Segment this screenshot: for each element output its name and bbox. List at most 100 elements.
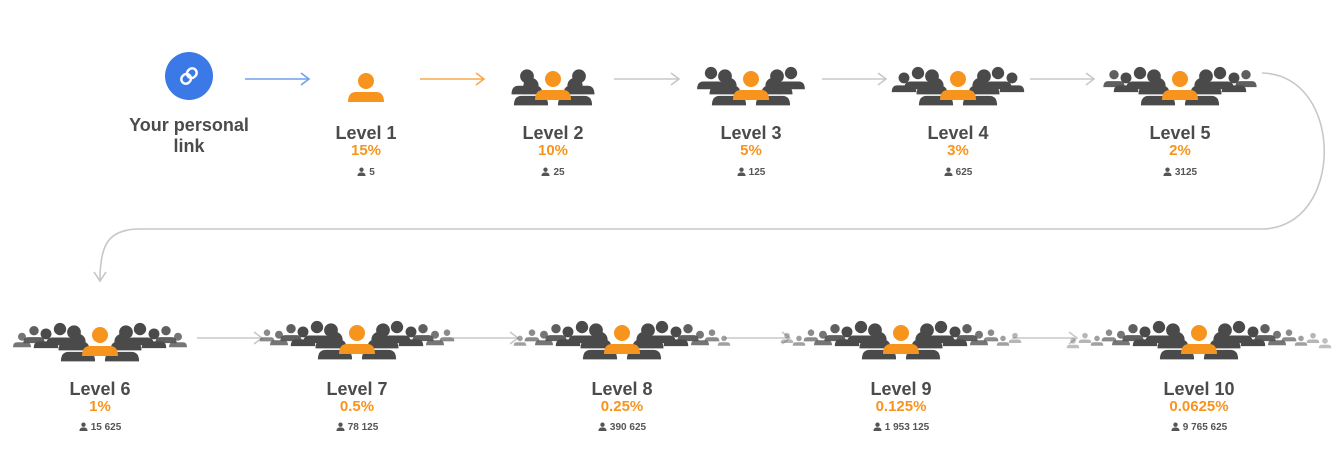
count-value: 390 625 [609,422,647,433]
count-value: 625 [955,167,973,178]
center-person [1181,325,1217,354]
count-value: 9 765 625 [1182,422,1228,433]
level-percent: 10% [537,142,569,159]
side-person [814,330,832,346]
level-percent: 0.25% [600,398,644,415]
level-title: Level 5 [1149,123,1211,143]
side-person [983,329,999,342]
center-person [1162,71,1198,100]
person-icon [357,167,366,179]
level-referral-count: 78 125 [287,422,427,434]
side-person [1281,329,1297,342]
level-title: Level 2 [522,123,584,143]
center-person [883,325,919,354]
crowd-icon-level-1 [348,73,384,102]
person-icon [1171,422,1180,434]
side-person [169,332,187,348]
level-percent: 5% [740,142,762,159]
count-value: 15 625 [90,422,122,433]
crowd-icon-level-2 [511,69,595,106]
side-person [780,332,794,343]
crowd-icon-level-8 [513,320,731,360]
crowd-icon-level-10 [1066,320,1332,360]
level-title: Level 1 [335,123,397,143]
level-referral-count: 3125 [1110,167,1250,179]
side-person [270,330,288,346]
level-title: Level 4 [927,123,989,143]
center-person [348,73,384,102]
side-person [524,329,540,342]
person-icon [598,422,607,434]
side-person [717,335,731,346]
level-percent: 2% [1169,142,1191,159]
person-icon [541,167,550,179]
side-person [996,335,1010,346]
level-title: Level 10 [1163,379,1235,399]
side-person [13,332,31,348]
level-referral-count: 625 [888,167,1028,179]
level-percent: 15% [350,142,382,159]
person-icon [79,422,88,434]
side-person [1101,329,1117,342]
arrow-level-8-to-9 [725,331,792,345]
side-person [1268,330,1286,346]
person-icon [944,167,953,179]
level-referral-count: 9 765 625 [1129,422,1269,434]
side-person [1318,338,1332,349]
crowd-icon-level-9 [780,320,1022,360]
center-person [82,327,118,356]
crowd-icon-level-5 [1103,66,1257,106]
arrow-level-2-to-3 [614,72,681,86]
level-referral-count: 15 625 [30,422,170,434]
side-person [1294,335,1308,346]
level-title: Level 9 [870,379,932,399]
crowd-icon-level-6 [13,322,187,362]
side-person [513,335,527,346]
side-person [1078,332,1092,343]
center-person [535,71,571,100]
person-icon [336,422,345,434]
side-person [1090,335,1104,346]
level-referral-count: 5 [296,167,436,179]
arrow-level-9-to-10 [1012,331,1079,345]
side-person [704,329,720,342]
arrow-level-1-to-2 [420,72,486,86]
level-title: Level 3 [720,123,782,143]
side-person [1008,332,1022,343]
center-person [733,71,769,100]
arrow-level-4-to-5 [1030,72,1096,86]
level-percent: 0.5% [339,398,375,415]
crowd-icon-level-3 [697,66,805,106]
side-person [535,330,553,346]
side-person [691,330,709,346]
side-person [1066,338,1080,349]
side-person [1206,66,1234,90]
count-value: 78 125 [347,422,379,433]
count-value: 125 [748,167,766,178]
center-person [604,325,640,354]
person-icon [737,167,746,179]
level-referral-count: 125 [681,167,821,179]
arrow-link-to-level-1 [245,72,311,86]
arrow-level-5-to-6 [93,72,1326,283]
crowd-icon-level-7 [259,320,455,360]
center-person [339,325,375,354]
level-title: Level 7 [326,379,388,399]
count-value: 5 [369,167,375,178]
side-person [23,325,45,344]
personal-link-label: Your personal link [129,115,249,156]
level-referral-count: 1 953 125 [831,422,971,434]
person-icon [873,422,882,434]
level-title: Level 6 [69,379,131,399]
side-person [1112,330,1130,346]
side-person [259,329,275,342]
side-person [426,330,444,346]
level-percent: 0.125% [875,398,927,415]
side-person [803,329,819,342]
count-value: 1 953 125 [884,422,930,433]
side-person [1306,332,1320,343]
person-icon [1163,167,1172,179]
